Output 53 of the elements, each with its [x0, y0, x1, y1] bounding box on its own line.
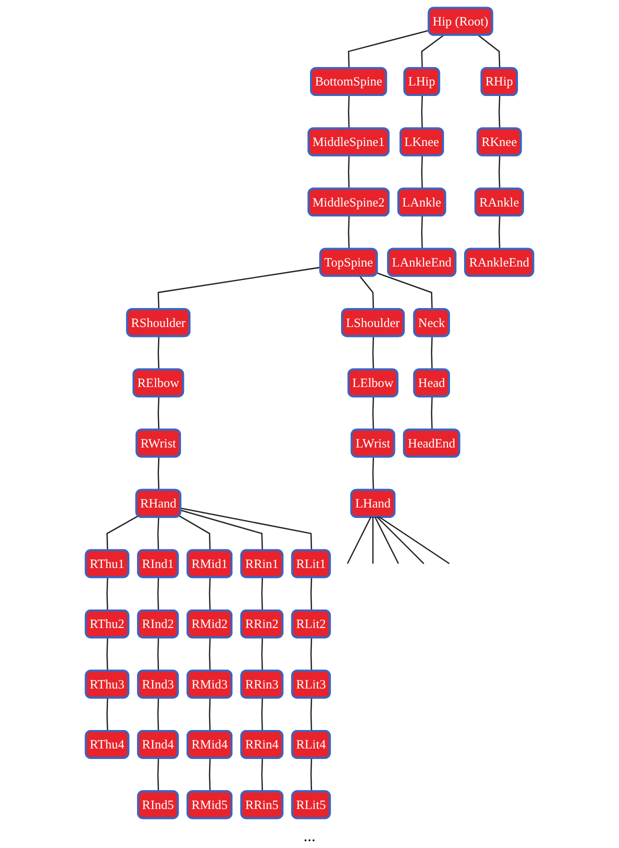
line [346, 516, 372, 564]
connector [208, 638, 211, 672]
connector [180, 508, 312, 551]
connector [348, 96, 350, 129]
connector [208, 578, 211, 611]
connector [157, 517, 160, 551]
connector [348, 30, 430, 69]
connector [478, 34, 500, 69]
connector [158, 457, 160, 490]
connector [430, 336, 433, 370]
line [378, 516, 450, 564]
connector [348, 156, 350, 190]
connector [157, 638, 160, 672]
connector [348, 216, 350, 250]
connector [498, 216, 500, 250]
ellipsis-note: ... [304, 828, 316, 845]
connector [106, 698, 108, 732]
connector [310, 578, 312, 611]
line [374, 516, 399, 564]
connector [421, 34, 444, 69]
connector [376, 272, 433, 310]
connector [178, 515, 211, 551]
connector [157, 698, 160, 732]
connector [261, 758, 263, 792]
connector [372, 396, 374, 430]
connector [310, 758, 312, 792]
connector [261, 698, 263, 732]
line [376, 516, 424, 564]
connector [372, 336, 374, 370]
connector [372, 457, 374, 490]
connector [261, 638, 263, 672]
connector [498, 156, 500, 190]
connector [421, 96, 423, 129]
connector [158, 336, 160, 370]
connector [310, 698, 312, 732]
connector [310, 638, 312, 672]
connector [421, 216, 423, 250]
connector [208, 698, 211, 732]
connector [421, 156, 423, 190]
connector [208, 758, 211, 792]
connector [430, 396, 433, 430]
connector [180, 510, 263, 551]
connector [498, 96, 500, 129]
line [372, 516, 374, 564]
connector [158, 396, 160, 430]
connector [106, 638, 108, 672]
connector [106, 515, 139, 551]
connector [106, 578, 108, 611]
connector [157, 578, 160, 611]
connector [359, 276, 374, 310]
connector [261, 578, 263, 611]
connector [157, 758, 160, 792]
connector [158, 266, 321, 310]
